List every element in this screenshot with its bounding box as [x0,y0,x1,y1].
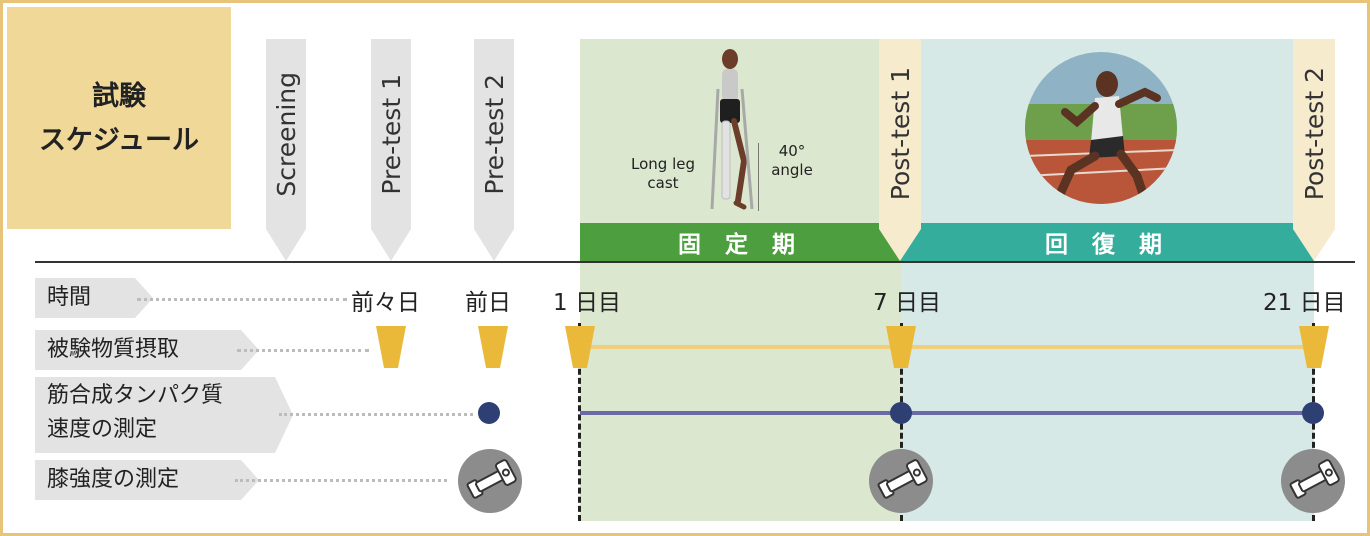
leader-intake [237,349,369,352]
intake-marker-day-minus-2 [376,326,406,368]
runner-photo [1025,52,1177,204]
row-tab-intake: 被験物質摂取 [47,331,179,369]
intake-marker-day-1 [565,326,595,368]
flag-screening-label: Screening [271,71,301,197]
flag-posttest-1-shape [879,39,921,261]
intake-marker-day-7 [886,326,916,368]
flag-pretest-2-shape [474,39,514,261]
angle-label-line-2: angle [771,161,813,179]
title-line-2: スケジュール [38,125,200,156]
intake-period-line [580,345,1314,349]
fixed-phase-band: 固 定 期 [580,223,901,261]
row-tab-mps: 筋合成タンパク質 速度の測定 [47,379,223,447]
mps-period-line [580,411,1314,415]
flag-posttest-2-shape [1293,39,1335,261]
mps-dot-day-21 [1302,402,1324,424]
time-label-day-21: 21 日目 [1263,290,1346,316]
time-label-day-1: 1 日目 [553,290,621,316]
flag-pretest-1: Pre-test 1 [371,39,411,261]
knee-angle-line [758,143,759,211]
cast-label: Long leg cast [625,155,701,193]
intake-marker-day-minus-1 [478,326,508,368]
time-label-day-minus-2: 前々日 [351,290,420,316]
row-label-mps-line-2: 速度の測定 [47,417,158,442]
row-tab-strength-shape [35,460,259,500]
flag-posttest-2: Post-test 2 [1293,39,1335,261]
flag-pretest-1-shape [371,39,411,261]
row-tab-intake-shape [35,330,259,370]
flag-posttest-2-label: Post-test 2 [1299,67,1329,201]
angle-label: 40° angle [764,142,820,180]
row-tab-time: 時間 [47,279,91,317]
row-label-mps-line-1: 筋合成タンパク質 [47,383,224,408]
leader-mps [279,413,473,416]
leader-time [137,298,347,301]
row-tab-time-shape [35,278,153,318]
flag-posttest-1: Post-test 1 [879,39,921,261]
row-label-intake: 被験物質摂取 [47,337,180,362]
flag-posttest-1-label: Post-test 1 [885,67,915,201]
intake-marker-day-21 [1299,326,1329,368]
row-tab-strength: 膝強度の測定 [47,461,179,499]
flag-pretest-1-label: Pre-test 1 [376,73,406,195]
title-line-1: 試験 [92,81,146,112]
fixed-phase-label: 固 定 期 [677,232,803,258]
diagram-title: 試験 スケジュール [7,75,231,163]
day1-dashed-line [578,323,581,521]
row-label-time: 時間 [47,285,92,310]
row-tab-mps-shape [35,377,293,453]
recovery-phase-label: 回 復 期 [1044,232,1170,258]
recovery-phase-band: 回 復 期 [901,223,1314,261]
angle-label-line-1: 40° [778,142,806,160]
dumbbell-icon [458,449,522,513]
mps-dot-day-7 [890,402,912,424]
flag-pretest-2: Pre-test 2 [474,39,514,261]
cast-person-illustration [710,49,754,210]
cast-label-line-2: cast [647,174,679,192]
row-label-strength: 膝強度の測定 [47,467,180,492]
cast-label-line-1: Long leg [631,155,695,173]
flag-screening: Screening [266,39,306,261]
title-box [7,7,231,229]
time-label-day-minus-1: 前日 [465,290,511,316]
fixed-phase-background [580,39,901,521]
mps-dot-day-minus-1 [478,402,500,424]
time-label-day-7: 7 日目 [873,290,941,316]
dumbbell-icon [1281,449,1345,513]
flag-screening-shape [266,39,306,261]
header-divider [35,261,1355,263]
dumbbell-icon [869,449,933,513]
leader-strength [235,479,447,482]
flag-pretest-2-label: Pre-test 2 [479,73,509,195]
